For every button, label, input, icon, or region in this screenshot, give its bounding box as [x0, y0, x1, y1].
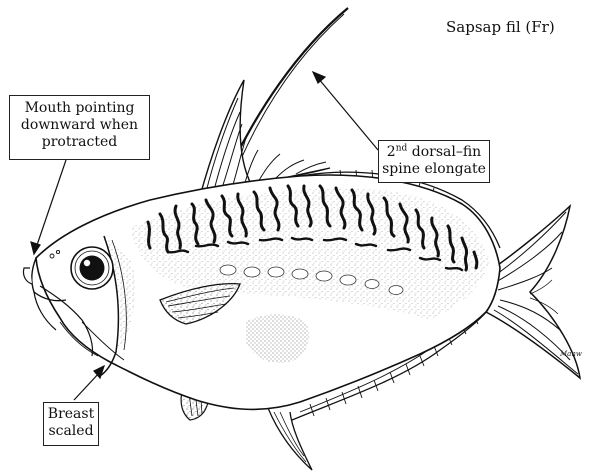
breast-callout: Breast scaled: [43, 402, 99, 446]
common-name-label: Sapsap fil (Fr): [446, 18, 555, 36]
dorsal-spine-callout: 2nd dorsal–fin spine elongate: [378, 140, 490, 183]
breast-callout-line2: scaled: [44, 423, 98, 440]
mouth-callout-line3: protracted: [10, 134, 149, 151]
eye: [71, 247, 113, 289]
ventral-ray: [268, 408, 312, 470]
dorsal-callout-ordinal-suffix: nd: [396, 143, 408, 153]
dorsal-callout-line1: 2nd dorsal–fin: [379, 144, 489, 161]
mouth-callout-line2: downward when: [10, 117, 149, 134]
artist-signature: Manw: [559, 350, 582, 358]
mouth-callout-line1: Mouth pointing: [10, 100, 149, 117]
mouth-callout: Mouth pointing downward when protracted: [9, 95, 150, 160]
dorsal-callout-line1-rest: dorsal–fin: [407, 144, 481, 160]
dorsal-callout-line2: spine elongate: [379, 161, 489, 178]
dorsal-callout-ordinal: 2: [387, 144, 396, 160]
breast-callout-line1: Breast: [44, 406, 98, 423]
